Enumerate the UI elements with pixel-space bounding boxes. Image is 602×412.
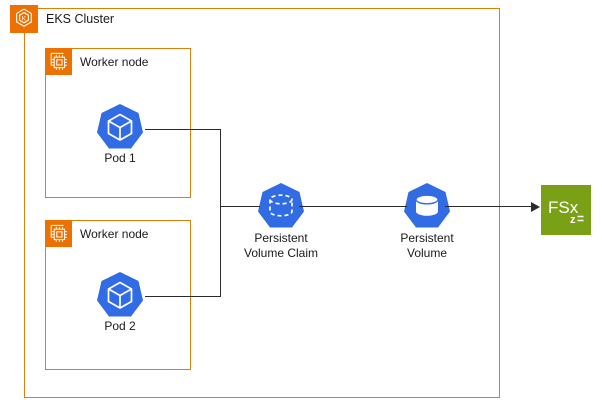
- connector-pv-to-fsx: [445, 206, 533, 208]
- connector-pod2-to-trunk: [145, 296, 221, 298]
- arrow-head-icon: [531, 201, 540, 212]
- worker-node-container-1: [45, 48, 191, 198]
- pod-1-label: Pod 1: [104, 151, 136, 165]
- kubernetes-pvc-icon: [255, 181, 307, 233]
- connector-trunk-vertical: [220, 129, 222, 297]
- eks-cluster-container: [24, 8, 500, 398]
- connector-trunk-to-pvc: [220, 206, 260, 208]
- worker-node-label-1: Worker node: [80, 55, 149, 69]
- eks-cluster-label: EKS Cluster: [46, 12, 115, 26]
- worker-node-container-2: [45, 220, 191, 370]
- svg-text:K: K: [22, 16, 27, 23]
- pv-label: Persistent Volume: [400, 231, 454, 260]
- aws-fsx-for-lustre-icon: FSx z: [541, 185, 591, 235]
- connector-pvc-to-pv: [299, 206, 407, 208]
- pvc-label: Persistent Volume Claim: [243, 231, 319, 260]
- worker-node-icon: [45, 220, 72, 247]
- pod-2-label: Pod 2: [104, 319, 136, 333]
- worker-node-icon: [45, 48, 72, 75]
- kubernetes-pod-icon: [94, 270, 146, 322]
- svg-text:FSx: FSx: [548, 198, 579, 217]
- svg-text:z: z: [570, 214, 576, 226]
- worker-node-label-2: Worker node: [80, 227, 149, 241]
- eks-cluster-icon: K: [10, 5, 38, 33]
- kubernetes-pv-icon: [401, 181, 453, 233]
- kubernetes-pod-icon: [94, 102, 146, 154]
- connector-pod1-to-trunk: [145, 129, 221, 131]
